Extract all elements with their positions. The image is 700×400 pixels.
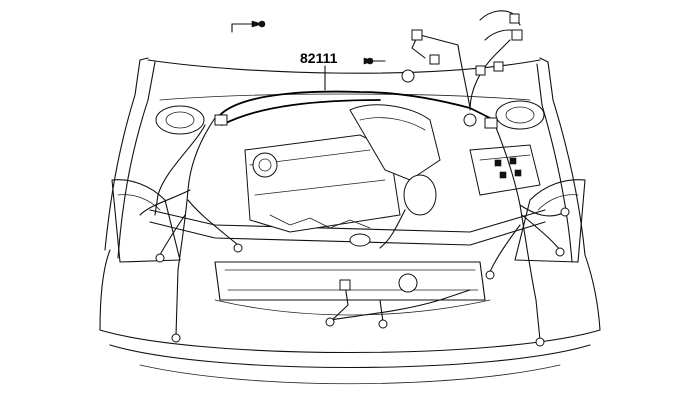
- engine-wire-harness: [139, 10, 570, 347]
- bracket-icon: [231, 23, 253, 33]
- engine-block: [244, 104, 541, 249]
- part-number-label: 82111: [300, 50, 338, 66]
- bolt-icon: [251, 20, 264, 28]
- vehicle-body-outline: [99, 57, 601, 385]
- fastener-icons: [231, 20, 386, 65]
